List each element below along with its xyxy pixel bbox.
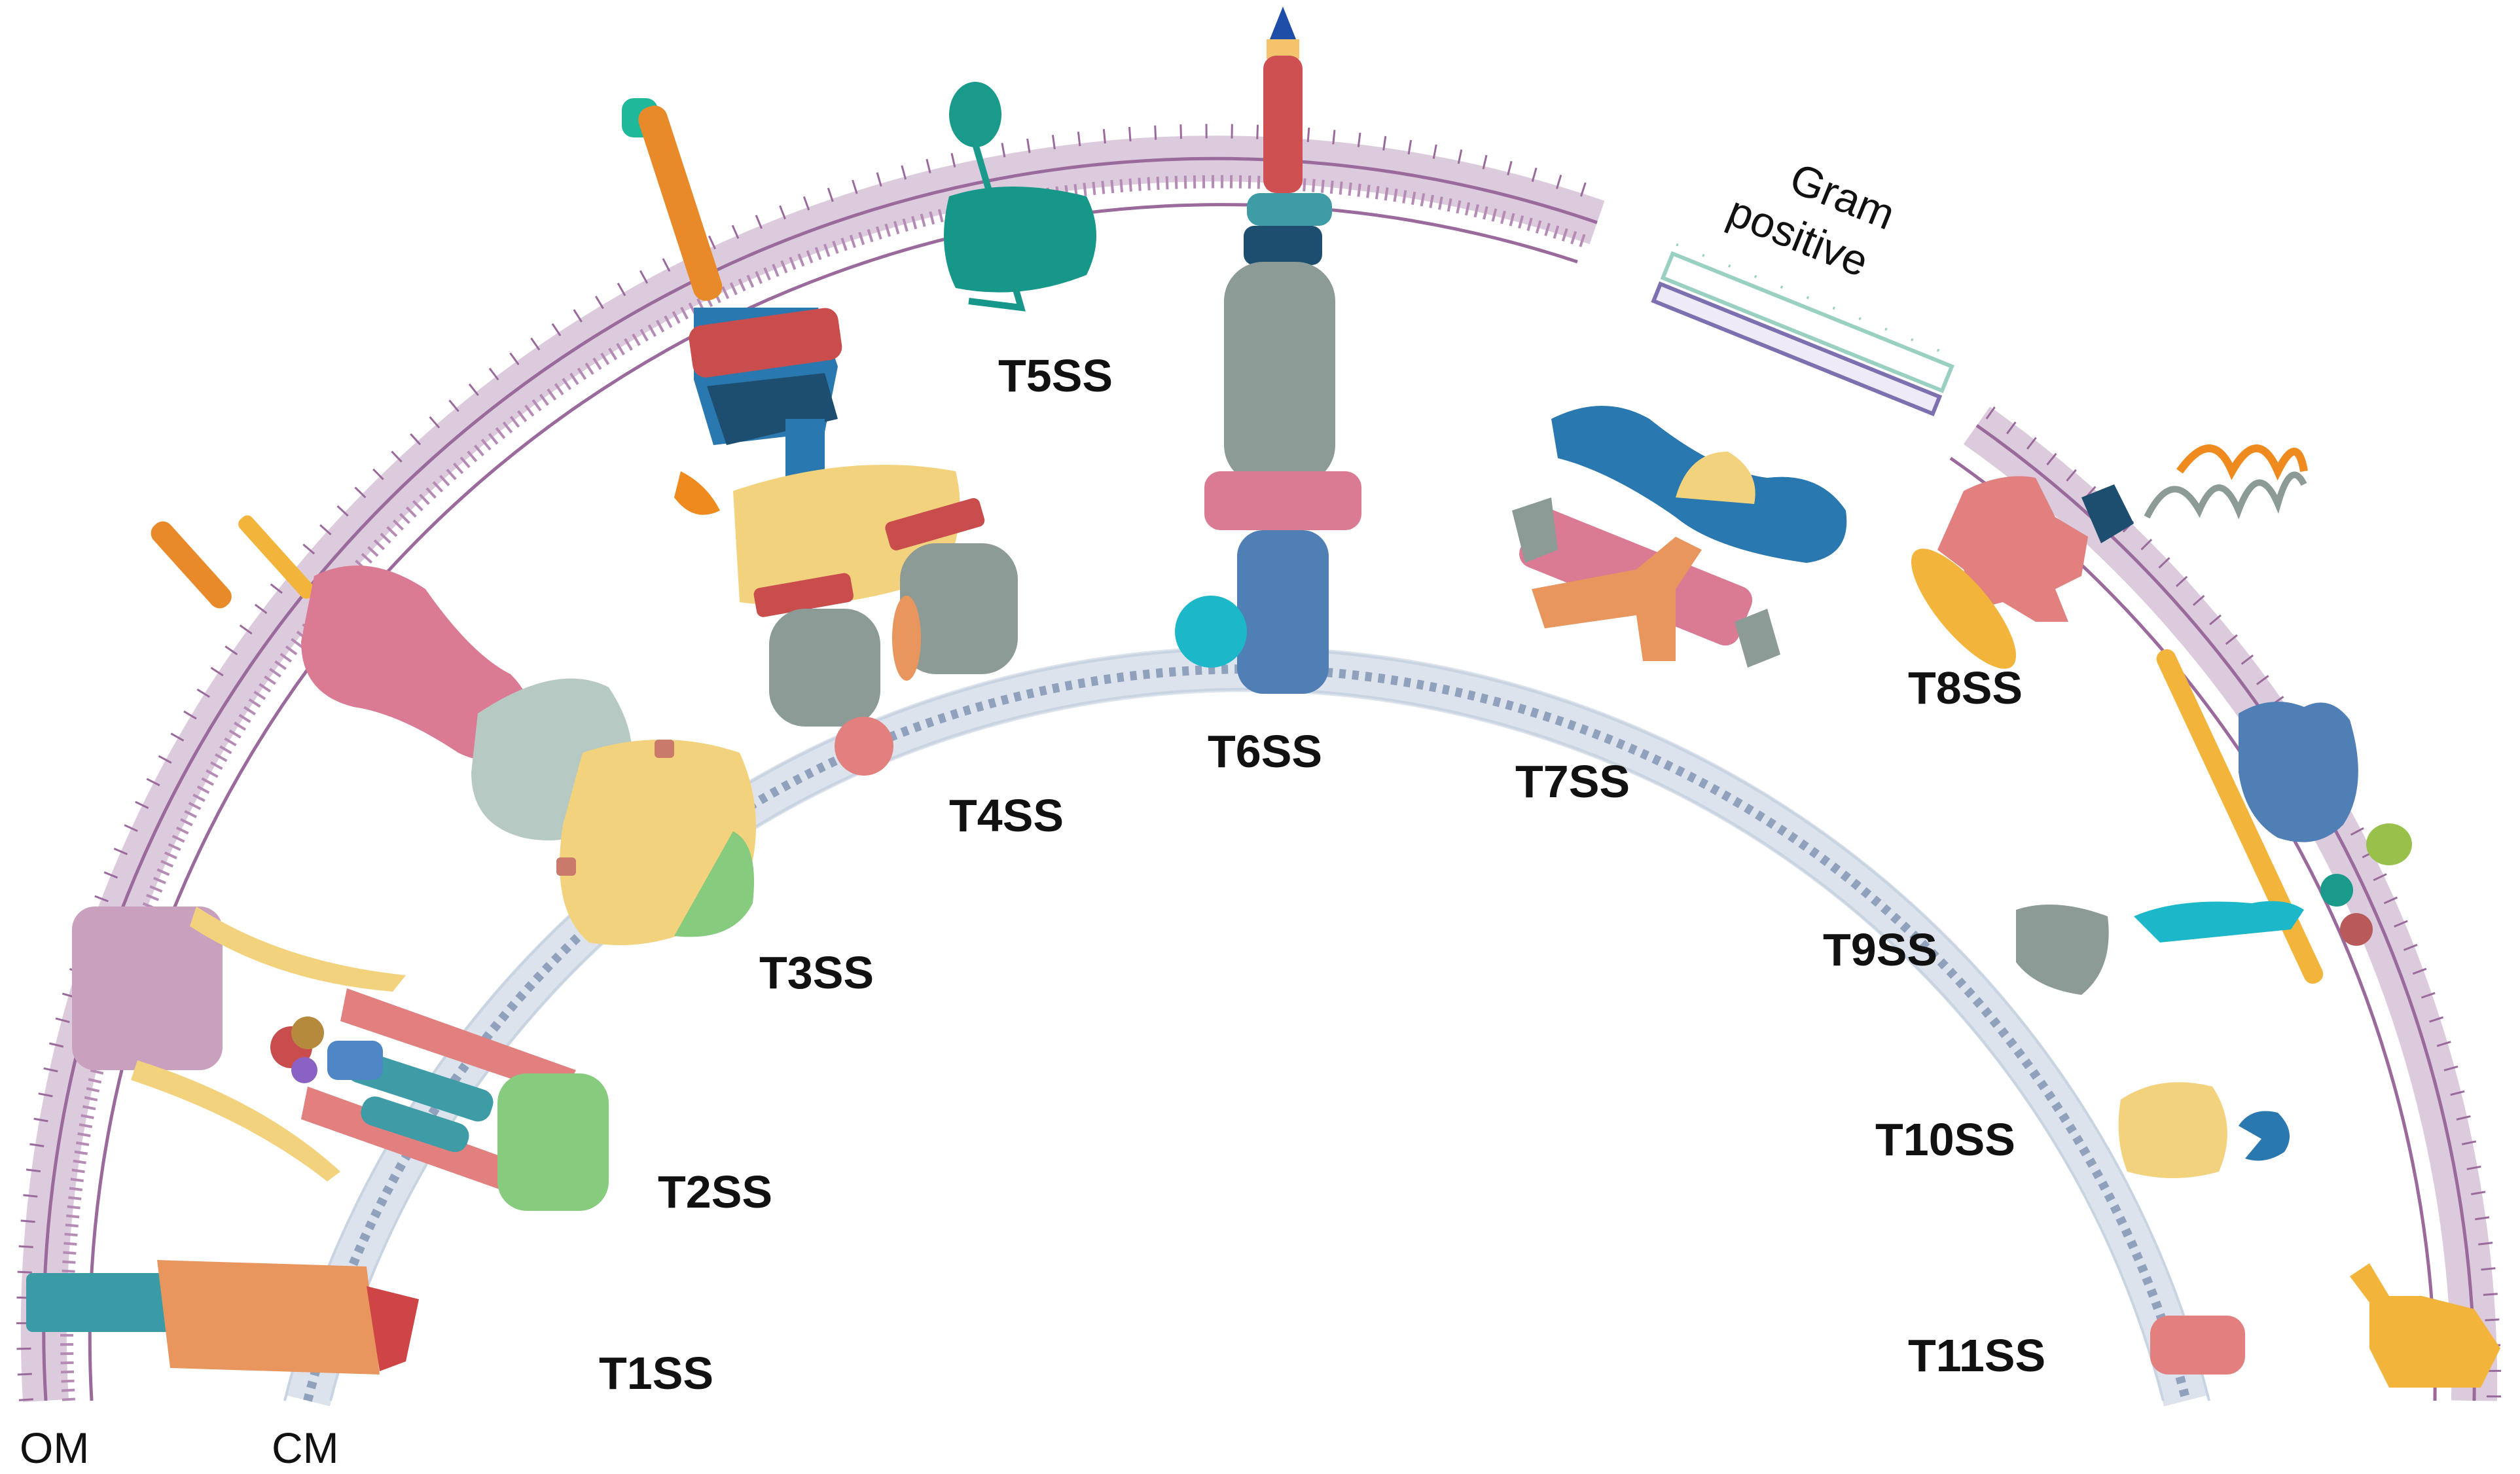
t8ss-complex: [1911, 444, 2308, 669]
t1ss-label: T1SS: [599, 1348, 713, 1399]
gram-positive-wall: [1651, 243, 1956, 417]
t1ss-complex: [26, 1260, 419, 1375]
t2ss-label: T2SS: [658, 1166, 772, 1217]
t10ss-complex: [2118, 1082, 2290, 1178]
t2ss-complex: [72, 907, 609, 1211]
t9ss-label: T9SS: [1823, 924, 1937, 975]
om-label: OM: [20, 1424, 89, 1472]
t3ss-label: T3SS: [759, 947, 874, 998]
t5ss-label: T5SS: [998, 350, 1113, 401]
t6ss-complex: [1175, 7, 1361, 694]
t4ss-complex: [622, 98, 1018, 776]
t6ss-label: T6SS: [1208, 726, 1322, 777]
t7ss-label: T7SS: [1515, 756, 1630, 807]
t10ss-label: T10SS: [1875, 1114, 2015, 1165]
t8ss-label: T8SS: [1908, 662, 2023, 713]
t11ss-complex: [2150, 1263, 2500, 1388]
t11ss-label: T11SS: [1908, 1330, 2045, 1381]
t3ss-complex: [151, 515, 756, 945]
t7ss-complex: [1512, 406, 1847, 668]
t9ss-complex: [2016, 649, 2412, 995]
cm-label: CM: [272, 1424, 339, 1472]
t4ss-label: T4SS: [949, 790, 1064, 841]
t5ss-complex: [944, 82, 1096, 312]
